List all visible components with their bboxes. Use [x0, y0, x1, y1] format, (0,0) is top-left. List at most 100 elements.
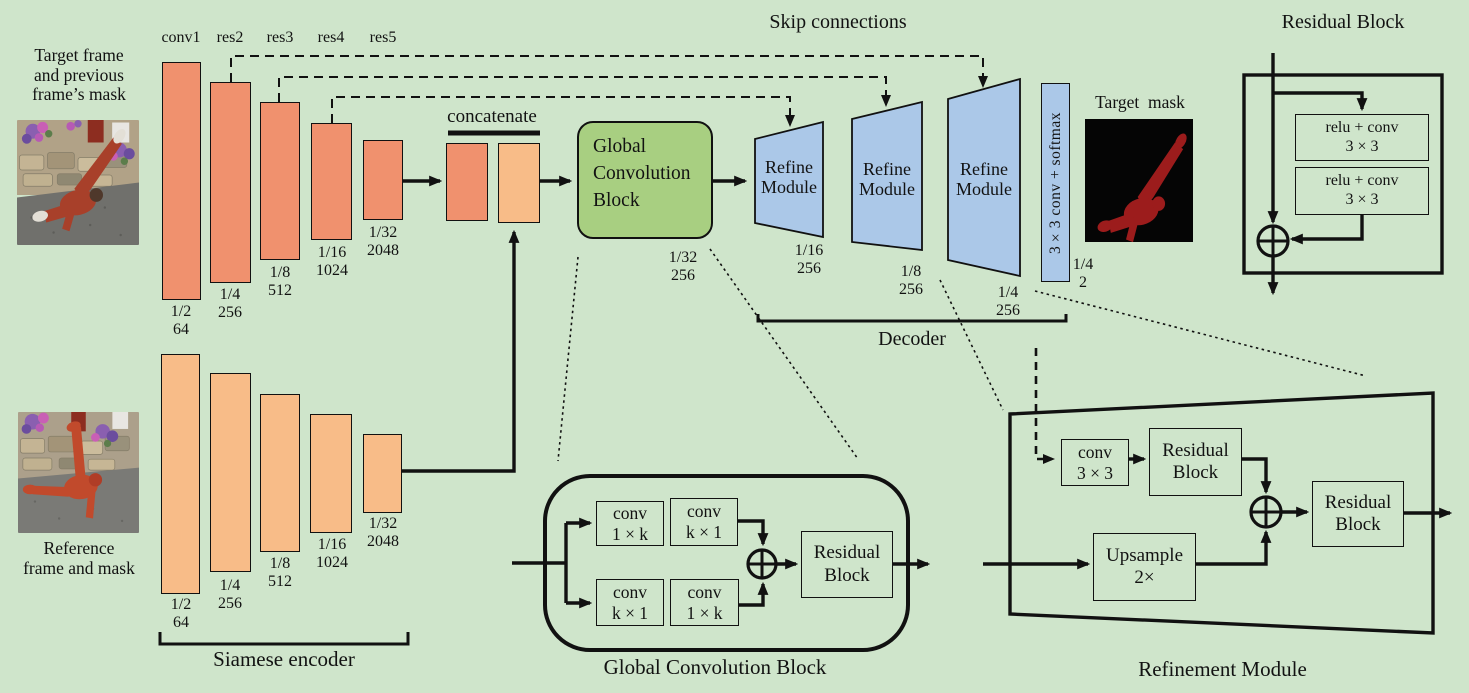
dim-scale: 1/4	[219, 286, 241, 303]
target-mask-image	[1085, 119, 1193, 243]
dim-scale: 1/2	[170, 303, 192, 320]
dim-channels: 256	[218, 303, 242, 321]
box-line: 1 × k	[686, 602, 723, 623]
refine-line: Module	[859, 179, 915, 200]
box-line: k × 1	[611, 602, 649, 623]
stage-label-res2: res2	[216, 29, 244, 46]
box-line: conv	[686, 501, 722, 522]
dim-scale: 1/8	[269, 555, 291, 572]
dim-scale: 1/32	[668, 249, 698, 266]
encoder-bottom-bar-res5	[363, 434, 402, 513]
dim-channels: 256	[218, 594, 242, 612]
siamese-encoder-label: Siamese encoder	[213, 647, 355, 671]
dim-scale: 1/32	[368, 224, 398, 241]
gcb-label: Global Convolution Block	[593, 133, 713, 214]
refine-line: Module	[956, 179, 1012, 200]
dim-scale: 1/8	[900, 263, 922, 280]
dim-scale: 1/4	[997, 284, 1019, 301]
target-mask-label: Target mask	[1095, 92, 1185, 112]
encoder-top-bar-res2	[210, 82, 251, 283]
dim-channels: 64	[173, 613, 189, 631]
caption-line: frame’s mask	[32, 84, 126, 105]
stage-label-res3: res3	[266, 29, 294, 46]
dim-scale: 1/16	[794, 242, 824, 259]
encoder-top-bar-res4	[311, 123, 352, 240]
stage-label-conv1: conv1	[161, 29, 201, 46]
concat-block-target	[446, 143, 488, 221]
box-line: Upsample	[1105, 544, 1184, 566]
residual-detail-title: Residual Block	[1281, 11, 1405, 33]
dim-channels: 1024	[316, 553, 348, 571]
encoder-bottom-bar-res4	[310, 414, 352, 533]
box-line: Block	[1335, 514, 1381, 535]
concatenate-label: concatenate	[447, 106, 537, 127]
dim-scale: 1/2	[170, 596, 192, 613]
refine-detail-caption: Refinement Module	[1138, 657, 1307, 681]
caption-line: and previous	[34, 64, 124, 85]
target-frame-caption: Target frame and previous frame’s mask	[8, 45, 150, 105]
box-line: Block	[824, 564, 870, 586]
softmax-text: 3×3 conv + softmax	[1046, 111, 1064, 254]
encoder-bottom-bar-res3	[260, 394, 300, 552]
dim-scale: 1/16	[317, 244, 347, 261]
box-line: conv	[687, 581, 722, 602]
box-line: conv	[612, 581, 648, 602]
refine-line: Refine	[960, 159, 1008, 179]
flower-cluster	[21, 120, 135, 165]
reference-frame-photo	[18, 412, 139, 533]
dim-scale: 1/4	[219, 577, 241, 594]
softmax-bar-label: 3×3 conv + softmax	[1041, 83, 1070, 282]
box-line: relu + conv	[1325, 172, 1399, 190]
target-frame-illustration	[17, 120, 139, 245]
box-line: Residual	[813, 542, 881, 564]
gcb-line: Global	[593, 136, 647, 157]
dim-scale: 1/4	[1072, 256, 1094, 273]
dim-channels: 256	[671, 266, 695, 284]
box-line: k × 1	[685, 522, 723, 542]
encoder-bottom-bar-res2	[210, 373, 251, 572]
dim-scale: 1/16	[317, 536, 347, 553]
encoder-top-bar-res3	[260, 102, 300, 260]
reference-frame-illustration	[18, 412, 139, 533]
caption-line: Reference	[43, 538, 115, 558]
softmax-conv-bar	[1041, 83, 1070, 282]
caption-line: frame and mask	[23, 557, 135, 578]
box-line: Residual	[1324, 491, 1392, 513]
dancer-silhouette	[32, 129, 126, 232]
reference-frame-caption: Reference frame and mask	[8, 538, 150, 578]
box-line: relu + conv	[1325, 118, 1399, 136]
dim-scale: 1/8	[269, 264, 291, 281]
dim-channels: 256	[996, 301, 1020, 319]
gcb-detail-caption: Global Convolution Block	[603, 655, 827, 679]
refine-line: Refine	[765, 157, 813, 177]
dim-channels: 64	[173, 320, 189, 338]
box-line: 1 × k	[611, 523, 649, 544]
dancer-silhouette-masked	[22, 421, 103, 519]
box-line: 3 × 3	[1345, 137, 1379, 155]
dim-scale: 1/32	[368, 515, 398, 532]
flower-cluster	[21, 412, 119, 448]
refine-line: Refine	[863, 159, 911, 179]
